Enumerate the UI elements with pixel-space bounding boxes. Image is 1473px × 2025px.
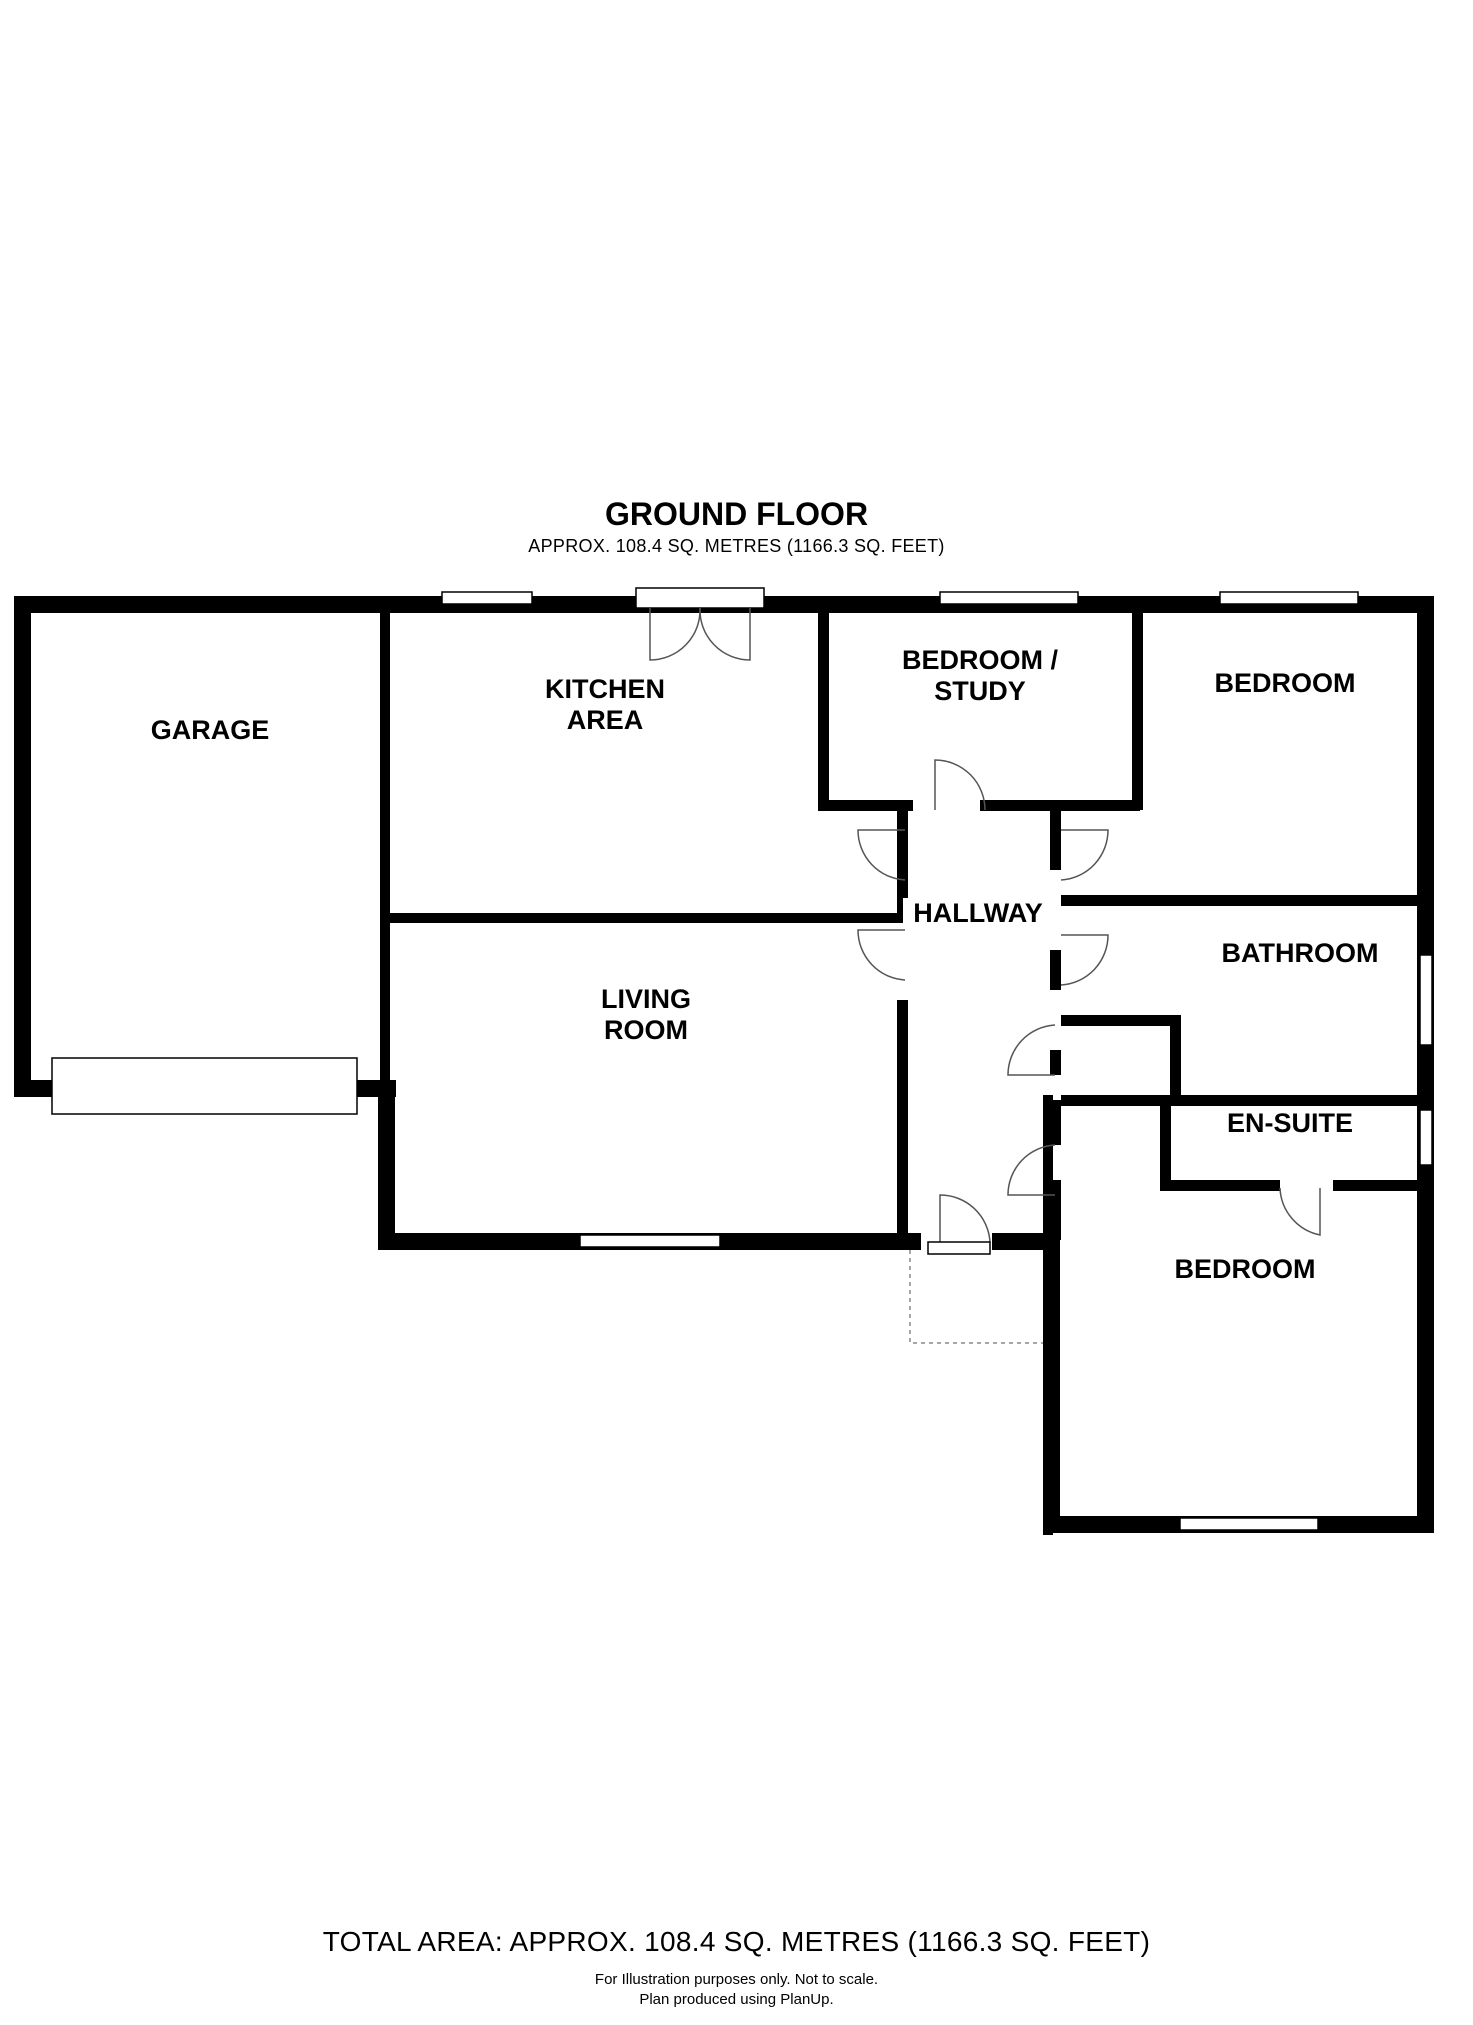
porch-outline bbox=[909, 1250, 1043, 1344]
disclaimer-note: For Illustration purposes only. Not to s… bbox=[594, 1971, 879, 1988]
room-label-kitchen: KITCHEN AREA bbox=[505, 674, 705, 736]
room-label-line: ROOM bbox=[604, 1015, 688, 1045]
room-label-line: KITCHEN bbox=[545, 674, 665, 704]
credit-note: Plan produced using PlanUp. bbox=[639, 1991, 834, 2008]
interior-walls bbox=[380, 596, 1433, 1535]
room-label-line: LIVING bbox=[600, 984, 691, 1014]
room-label-en-suite: EN-SUITE bbox=[1226, 1108, 1353, 1138]
total-area: TOTAL AREA: APPROX. 108.4 SQ. METRES (11… bbox=[322, 1926, 1151, 1957]
room-label-living-room: LIVING ROOM bbox=[546, 984, 746, 1046]
room-label-bathroom: BATHROOM bbox=[1221, 938, 1379, 968]
room-label-bedroom: BEDROOM bbox=[1214, 668, 1356, 698]
room-label-garage: GARAGE bbox=[150, 715, 270, 745]
room-label-line: AREA bbox=[566, 705, 644, 735]
room-label-bedroom: BEDROOM bbox=[1174, 1254, 1316, 1284]
room-label-line: STUDY bbox=[934, 676, 1026, 706]
room-label-line: BEDROOM / bbox=[901, 645, 1058, 675]
doors bbox=[635, 587, 1321, 1255]
floor-title: GROUND FLOOR bbox=[604, 496, 869, 532]
windows bbox=[51, 591, 1433, 1531]
floor-area-subtitle: APPROX. 108.4 SQ. METRES (1166.3 SQ. FEE… bbox=[528, 536, 945, 556]
room-label-bedroom-study: BEDROOM / STUDY bbox=[880, 645, 1080, 707]
room-label-hallway: HALLWAY bbox=[903, 898, 1053, 929]
